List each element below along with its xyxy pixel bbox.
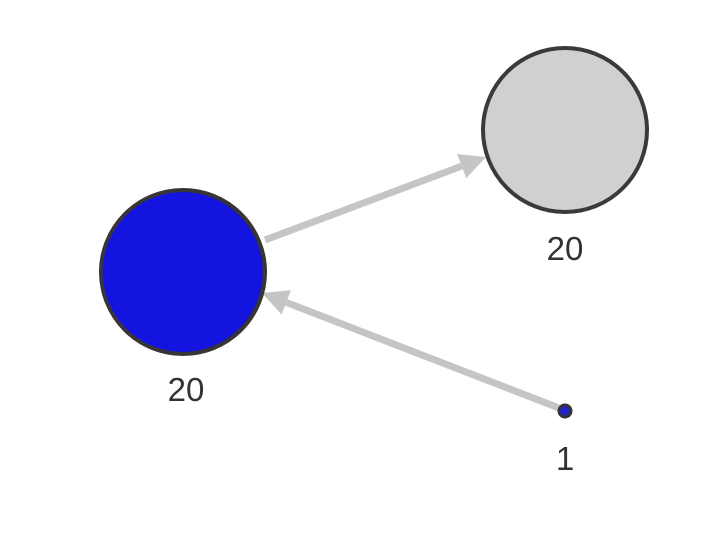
node-label-blue-large: 20: [168, 371, 205, 408]
edge-blue-small-to-blue-large: [262, 290, 561, 412]
nodes-layer: [99, 46, 649, 419]
edge-blue-large-to-gray-large: [263, 153, 486, 244]
node-label-gray-large: 20: [547, 230, 584, 267]
graph-node-blue-small[interactable]: [557, 403, 573, 419]
edges-layer: [262, 153, 561, 412]
graph-node-blue-large[interactable]: [99, 188, 267, 356]
graph-node-gray-large[interactable]: [481, 46, 649, 214]
arrowhead-icon: [457, 153, 486, 179]
arrowhead-icon: [262, 290, 291, 315]
labels-layer: 20 20 1: [168, 230, 584, 477]
node-label-blue-small: 1: [556, 440, 574, 477]
